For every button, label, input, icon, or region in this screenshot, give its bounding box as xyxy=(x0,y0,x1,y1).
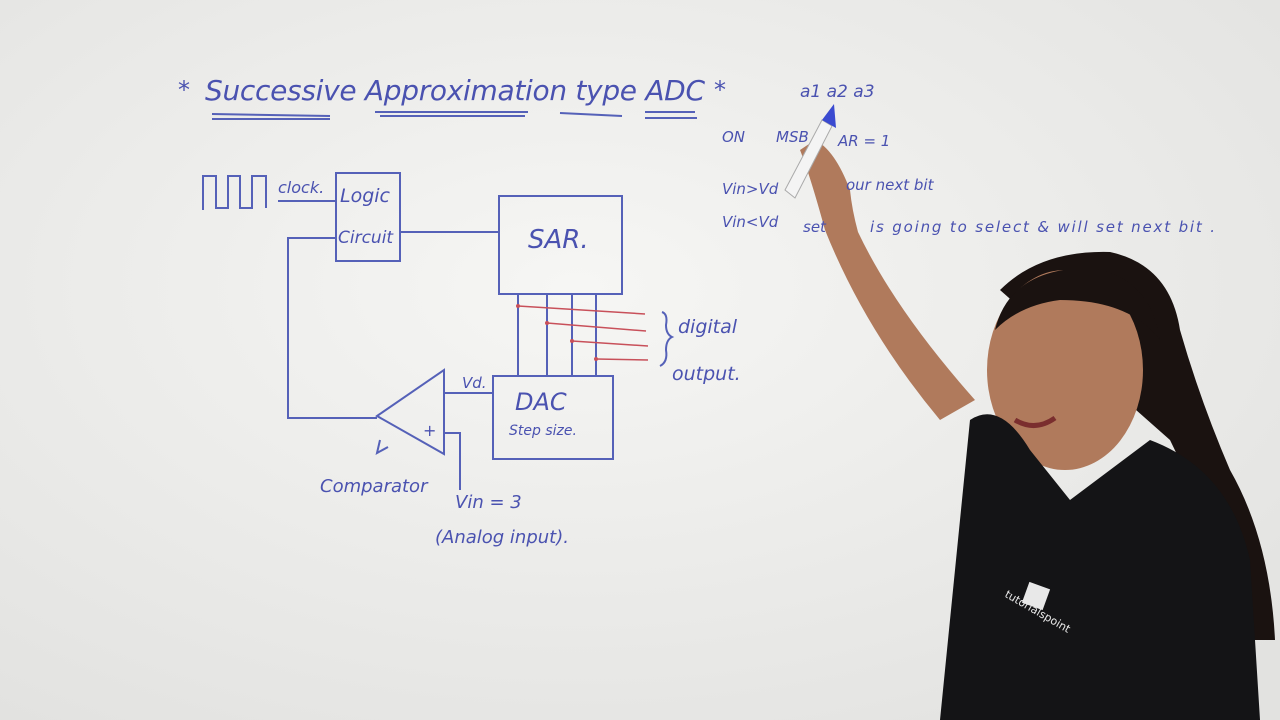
sar-box xyxy=(498,195,623,295)
dac-label: DAC xyxy=(515,388,567,416)
feedback-wire xyxy=(287,237,377,419)
title-star-right: * xyxy=(714,76,726,104)
bits-label: a1 a2 a3 xyxy=(800,82,875,102)
dac-box xyxy=(492,375,614,460)
note-ar: AR = 1 xyxy=(837,132,890,150)
sar-label: SAR. xyxy=(528,225,589,255)
comparator-arrow xyxy=(375,439,389,455)
note-vin-gt: Vin>Vd xyxy=(722,180,779,198)
board-title: Successive Approximation type ADC xyxy=(205,74,705,107)
comparator-label: Comparator xyxy=(320,476,429,497)
presenter-face xyxy=(987,270,1143,470)
marker-tip xyxy=(822,104,836,128)
comparator-symbol xyxy=(375,368,445,456)
note-msb: MSB xyxy=(776,128,809,146)
title-underlines xyxy=(211,111,697,120)
digital-output-lines xyxy=(517,305,649,361)
output-label: output. xyxy=(672,363,741,385)
circuit-label: Circuit xyxy=(338,228,394,248)
sar-dac-bus xyxy=(517,294,597,376)
note-set: set xyxy=(803,218,827,236)
clock-label: clock. xyxy=(278,178,324,197)
presenter: tutorialspoint xyxy=(784,104,1275,720)
note-next-bit: our next bit xyxy=(846,176,935,194)
note-vin-lt: Vin<Vd xyxy=(722,213,779,231)
vin-wire xyxy=(444,432,461,490)
presenter-shirt xyxy=(940,414,1260,720)
dac-step-size-label: Step size. xyxy=(509,423,577,439)
shirt-logo-icon xyxy=(1021,581,1051,611)
vin-label: Vin = 3 xyxy=(455,492,522,513)
digital-output-brace xyxy=(659,311,675,367)
title-group: * Successive Approximation type ADC * xyxy=(178,74,726,120)
vd-label: Vd. xyxy=(462,374,487,392)
clock-waveform xyxy=(202,175,267,210)
title-star-left: * xyxy=(178,76,190,104)
analog-input-label: (Analog input). xyxy=(435,527,569,548)
marker xyxy=(784,119,833,199)
adc-block-diagram: clock. Logic Circuit SAR. digital output… xyxy=(202,172,741,548)
note-on: ON xyxy=(722,128,745,146)
presenter-hair-front xyxy=(995,268,1160,340)
logic-circuit-box xyxy=(335,172,401,262)
presenter-mouth xyxy=(1013,415,1057,428)
comparator-plus: + xyxy=(423,421,436,440)
logic-label: Logic xyxy=(340,185,391,207)
presenter-arm xyxy=(800,140,975,420)
digital-label: digital xyxy=(678,316,738,338)
